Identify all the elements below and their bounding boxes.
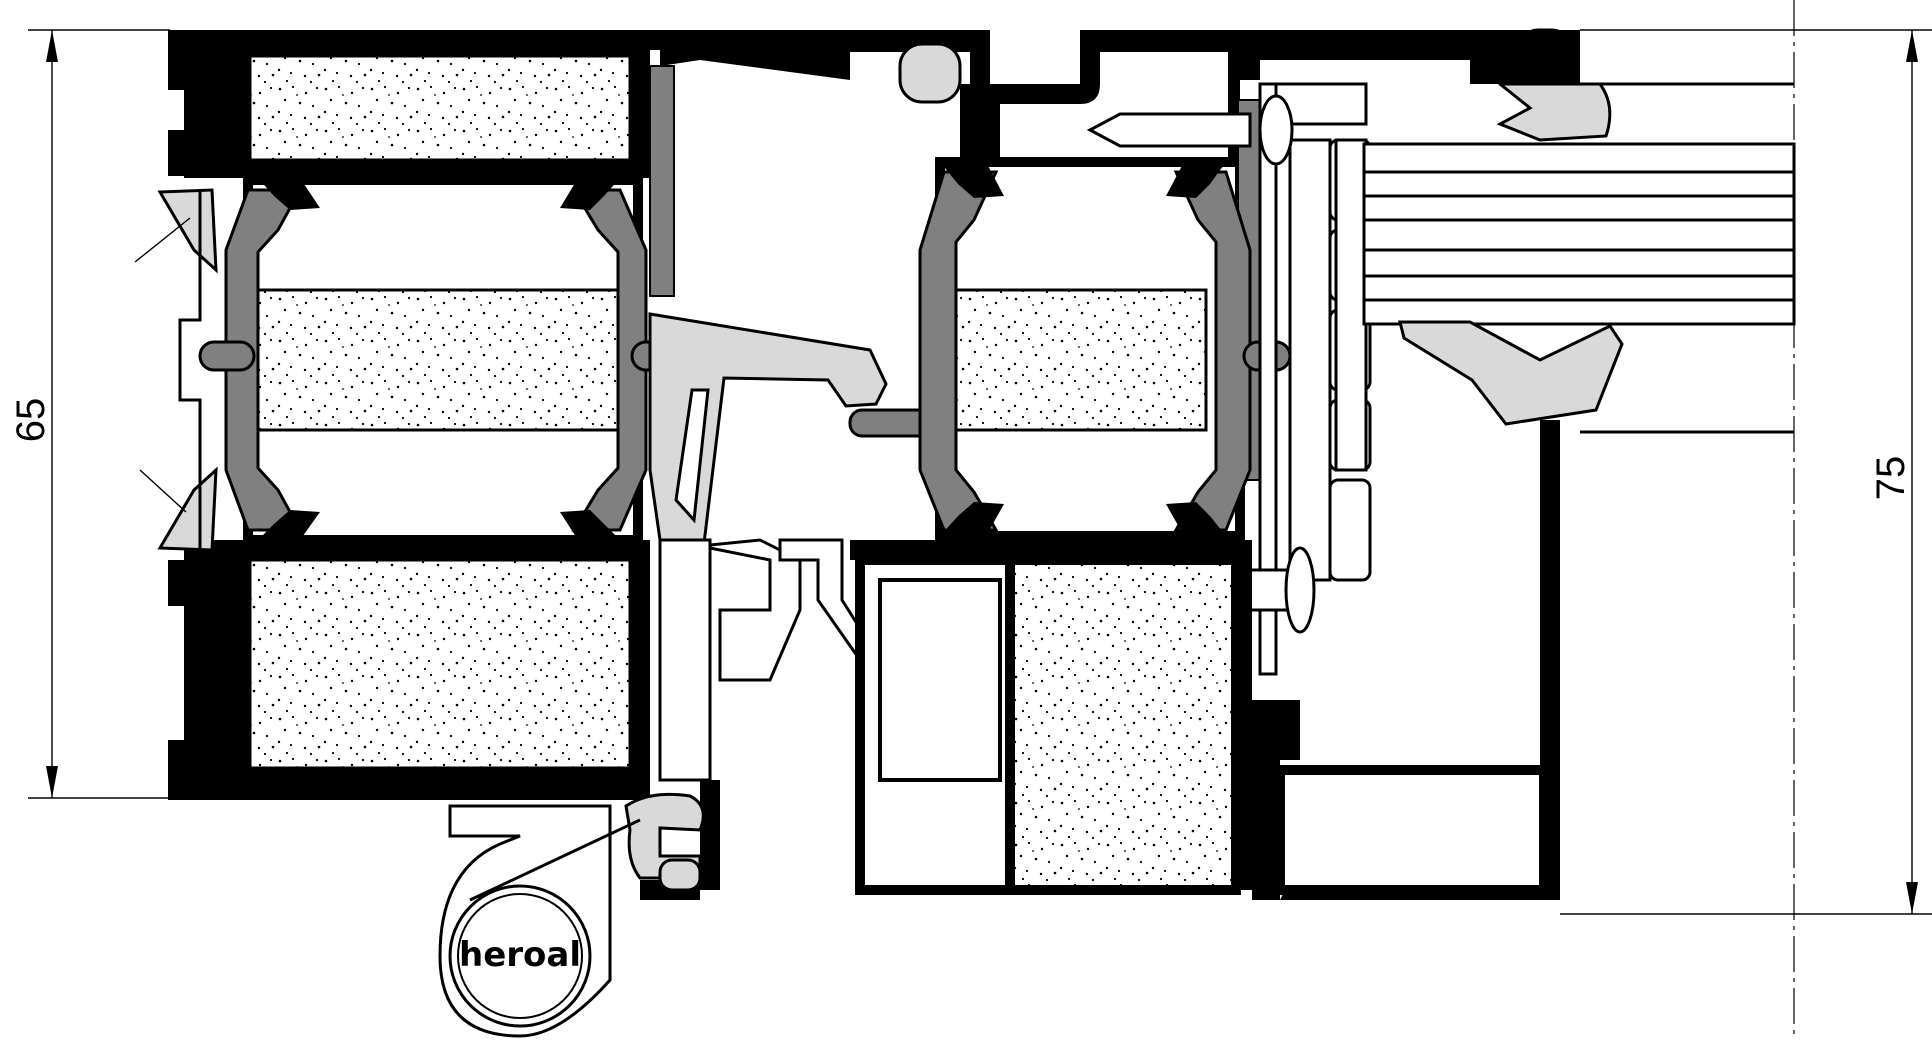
left-clip-shapes	[258, 178, 620, 540]
bottom-hardware-track	[658, 538, 882, 890]
leader-line-lower	[139, 469, 187, 513]
right-clip-shapes	[940, 162, 1226, 536]
heroal-logo: heroal	[438, 804, 641, 1038]
screw-bottom	[1248, 546, 1316, 634]
dimension-left-label: 65	[9, 398, 53, 443]
dimension-right-label: 75	[1869, 456, 1913, 501]
leader-line-upper	[134, 217, 191, 263]
bottom-frame-chamber	[1275, 765, 1549, 895]
glass-unit	[1362, 82, 1796, 434]
top-channel-profile	[640, 30, 1240, 170]
left-edge-outline	[178, 190, 202, 560]
bottom-gasket	[624, 792, 705, 892]
dimension-right	[1560, 29, 1932, 915]
left-thermal-break	[198, 188, 688, 532]
right-thermal-break	[918, 170, 1292, 532]
dimension-left	[28, 29, 170, 799]
left-outer-gasket	[157, 188, 218, 552]
bottom-center-profile	[850, 540, 1300, 900]
glazing-bead	[1258, 82, 1372, 676]
heroal-logo-text: heroal	[459, 935, 581, 975]
top-right-frame	[1240, 30, 1580, 84]
screw-top	[1086, 94, 1294, 166]
left-frame-profile	[168, 30, 675, 800]
middle-connector-gasket	[648, 312, 962, 572]
